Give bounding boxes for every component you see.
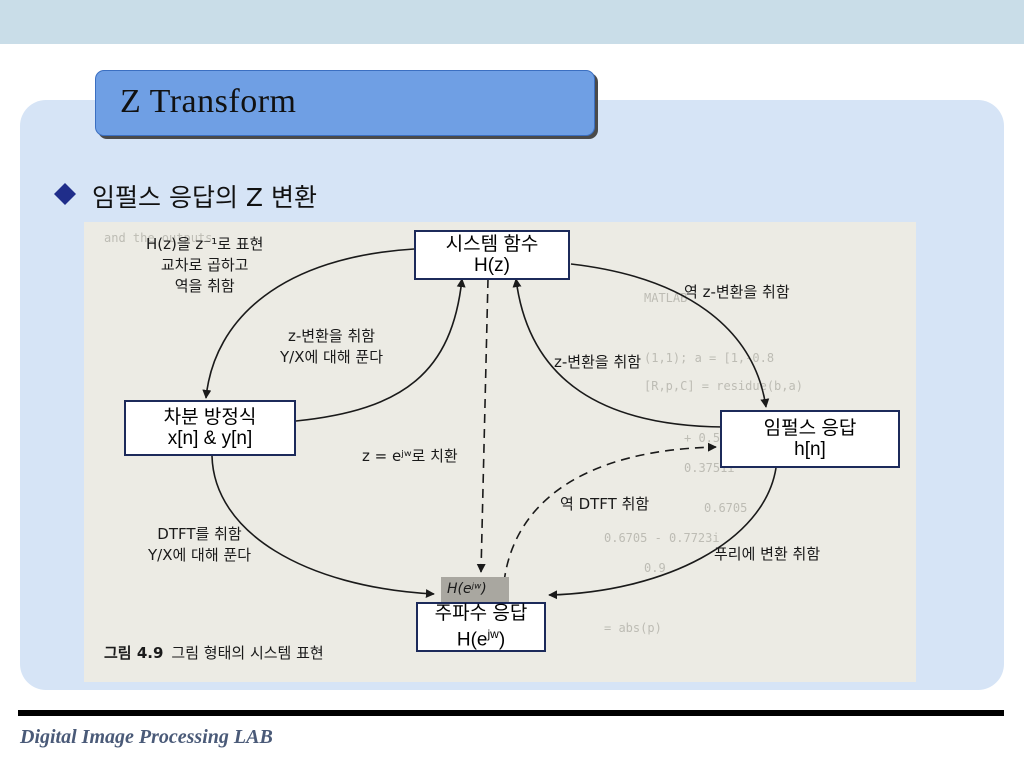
- label-inner-right: z-변환을 취함: [554, 353, 642, 371]
- label-top-right: 역 z-변환을 취함: [684, 283, 790, 301]
- top-bar: [0, 0, 1024, 44]
- node-impulse-response: 임펄스 응답 h[n]: [720, 410, 900, 468]
- arrow-bottom-left: [211, 455, 435, 599]
- stamp-label: H(eʲʷ): [447, 581, 487, 597]
- background-text: MATLAB: [644, 291, 687, 305]
- frequency-stamp: H(eʲʷ): [441, 577, 509, 603]
- node-difference-equation: 차분 방정식 x[n] & y[n]: [124, 400, 296, 456]
- label-inner-left: z-변환을 취함 Y/X에 대해 푼다: [280, 327, 384, 366]
- slide-heading: 임펄스 응답의 Z 변환: [92, 183, 317, 212]
- slide-title: Z Transform: [120, 83, 297, 120]
- arrow-substitution: [476, 278, 489, 573]
- node-frequency-response: 주파수 응답 H(ejw): [416, 602, 546, 652]
- footer-rule: [18, 710, 1004, 716]
- arrow-inner-right: [512, 278, 725, 428]
- caption-number: 그림 4.9: [104, 644, 164, 662]
- title-box: Z Transform: [95, 70, 595, 136]
- background-text: and the outputs: [104, 231, 212, 245]
- label-top-left: H(z)을 z⁻¹로 표현 교차로 곱하고 역을 취함: [146, 235, 264, 295]
- label-inverse-dtft: 역 DTFT 취함: [560, 495, 650, 513]
- arrow-inner-left: [295, 278, 466, 422]
- arrow-top-right: [570, 263, 770, 408]
- label-bottom-left: DTFT를 취함 Y/X에 대해 푼다: [148, 525, 252, 564]
- footer-text: Digital Image Processing LAB: [20, 726, 273, 748]
- label-bottom-right: 푸리에 변환 취함: [714, 545, 821, 563]
- background-text: [R,p,C] = residue(b,a): [644, 379, 803, 393]
- arrow-inverse-dtft: [503, 442, 717, 583]
- background-text: 0.6705: [704, 501, 747, 515]
- background-text: = abs(p): [604, 621, 662, 635]
- background-text: (1,1); a = [1,-0.8: [644, 351, 774, 365]
- diamond-bullet-icon: [54, 183, 76, 205]
- arrow-bottom-right: [548, 467, 777, 600]
- background-text: 0.9: [644, 561, 666, 575]
- background-text: 0.6705 - 0.7723i: [604, 531, 720, 545]
- label-center: z = eʲʷ로 치환: [362, 447, 458, 465]
- caption-text: 그림 형태의 시스템 표현: [171, 644, 324, 662]
- figure-caption: 그림 4.9 그림 형태의 시스템 표현: [104, 642, 324, 663]
- arrow-top-left: [202, 248, 415, 399]
- node-system-function: 시스템 함수 H(z): [414, 230, 570, 280]
